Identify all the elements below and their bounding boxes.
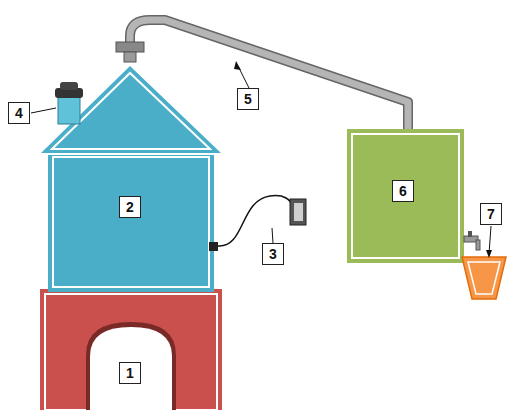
callout-number: 6 (392, 180, 414, 202)
condenser (347, 129, 464, 263)
tank-roof (40, 66, 222, 154)
condenser-trim (352, 134, 459, 258)
callout-number: 5 (237, 88, 259, 110)
callout-number: 2 (119, 196, 141, 218)
pipe-neck (124, 52, 136, 62)
firebox-opening (90, 327, 172, 410)
boiler-tank (48, 152, 214, 292)
firebox-edge (86, 322, 176, 410)
pipe-flange (116, 42, 144, 52)
roof-trim (52, 73, 210, 149)
callout-number: 1 (119, 362, 141, 384)
sensor-wire (218, 196, 293, 246)
leader-line (31, 108, 56, 113)
callout-number: 4 (8, 102, 30, 124)
tank-trim (53, 157, 209, 287)
collecting-pot (462, 257, 506, 299)
callout-number: 3 (262, 243, 284, 265)
furnace (40, 289, 222, 410)
vent-pipe (58, 96, 80, 124)
sensor-port (209, 242, 218, 251)
vapour-pipe-outline (130, 20, 408, 132)
thermometer (290, 199, 306, 225)
vent-cap-top (60, 82, 78, 90)
thermometer-face (294, 203, 303, 221)
vapour-pipe (130, 20, 408, 132)
furnace-trim (45, 294, 217, 410)
leader-line (272, 228, 273, 243)
callout-number: 7 (480, 203, 502, 225)
leader-line (489, 226, 491, 254)
